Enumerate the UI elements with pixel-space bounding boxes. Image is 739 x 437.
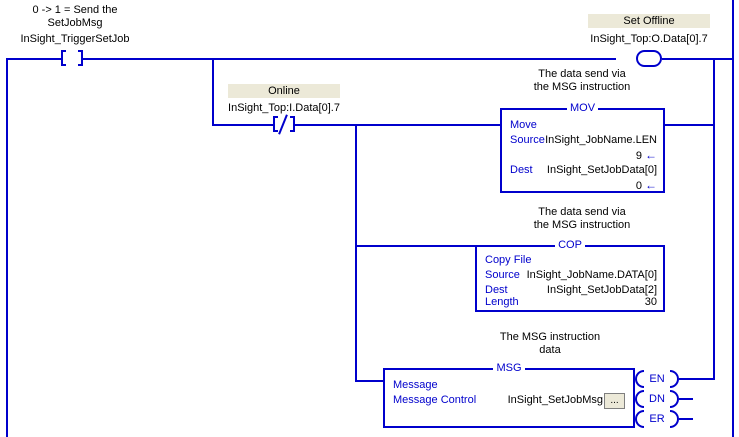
cop-input-wire — [355, 245, 477, 247]
left-arrow-icon: ← — [645, 148, 657, 162]
mov-row-source[interactable]: Source InSight_JobName.LEN — [510, 134, 657, 146]
cop-instruction-block[interactable]: COP Copy File Source InSight_JobName.DAT… — [475, 239, 665, 312]
online-contact-tag: InSight_Top:I.Data[0].7 — [228, 102, 340, 114]
inner-branch-vertical — [355, 124, 357, 382]
mov-instruction-block[interactable]: MOV Move Source InSight_JobName.LEN 9← D… — [500, 102, 665, 193]
cop-row-copyfile: Copy File — [485, 254, 532, 266]
trigger-comment: 0 -> 1 = Send the SetJobMsg — [32, 4, 118, 29]
branch-wire-left — [212, 124, 274, 126]
msg-en-output-wire — [679, 378, 715, 380]
offline-coil-description: Set Offline — [588, 14, 710, 28]
msg-output-coil-dn[interactable]: DN — [635, 390, 679, 408]
right-power-rail — [732, 0, 734, 437]
left-arrow-icon: ← — [645, 178, 657, 192]
xic-contact-trigger[interactable] — [61, 50, 83, 66]
msg-en-return-vertical — [713, 124, 715, 380]
cop-row-length[interactable]: Length 30 — [485, 296, 657, 308]
mov-row-dest-value: 0← — [635, 178, 657, 192]
cop-row-dest[interactable]: Dest InSight_SetJobData[2] — [485, 284, 657, 296]
mov-row-dest[interactable]: Dest InSight_SetJobData[0] — [510, 164, 657, 176]
main-rung-wire-right — [662, 58, 733, 60]
left-power-rail — [6, 58, 8, 437]
main-rung-wire-left — [6, 58, 62, 60]
msg-row-message-control[interactable]: Message Control InSight_SetJobMsg — [393, 394, 603, 406]
msg-output-coil-er[interactable]: ER — [635, 410, 679, 428]
msg-row-message: Message — [393, 379, 438, 391]
cop-row-source[interactable]: Source InSight_JobName.DATA[0] — [485, 269, 657, 281]
msg-instruction-block[interactable]: MSG Message Message Control InSight_SetJ… — [383, 362, 635, 428]
online-contact-description: Online — [228, 84, 340, 98]
cop-block-title: COP — [477, 239, 663, 251]
mov-row-source-value: 9← — [635, 148, 657, 162]
msg-dn-output-stub — [679, 398, 693, 400]
branch-right-vertical — [713, 58, 715, 126]
branch-left-vertical — [212, 58, 214, 126]
msg-browse-button[interactable]: ... — [604, 393, 625, 409]
ote-coil-set-offline[interactable] — [636, 50, 662, 67]
msg-input-wire — [355, 380, 385, 382]
main-rung-wire-mid — [83, 58, 616, 60]
msg-comment: The MSG instruction data — [499, 331, 601, 356]
trigger-tag-name: InSight_TriggerSetJob — [20, 33, 130, 45]
msg-er-output-stub — [679, 418, 693, 420]
mov-block-title: MOV — [502, 102, 663, 114]
cop-comment: The data send via the MSG instruction — [533, 206, 631, 231]
offline-coil-tag: InSight_Top:O.Data[0].7 — [590, 33, 708, 45]
mov-comment: The data send via the MSG instruction — [533, 68, 631, 93]
msg-output-coil-en[interactable]: EN — [635, 370, 679, 388]
mov-row-move: Move — [510, 119, 537, 131]
xio-contact-online[interactable] — [273, 114, 295, 135]
msg-block-title: MSG — [385, 362, 633, 374]
